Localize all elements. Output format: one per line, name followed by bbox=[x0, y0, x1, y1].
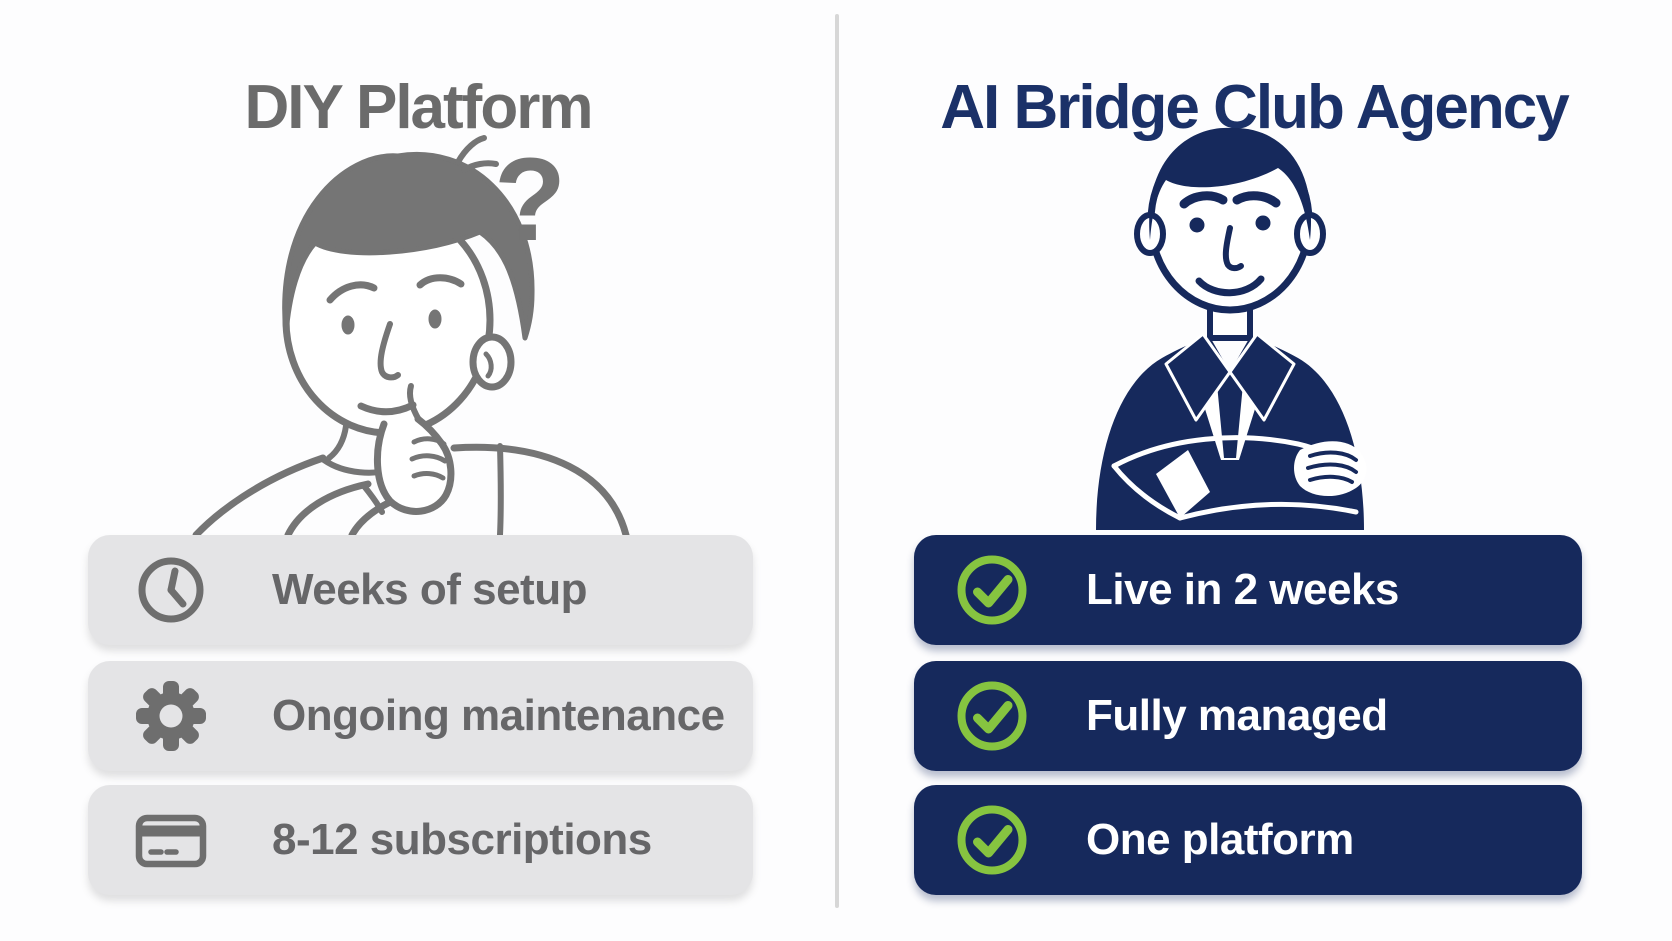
check-circle-icon bbox=[957, 555, 1027, 625]
row-label: Weeks of setup bbox=[272, 565, 587, 614]
row-fully-managed: Fully managed bbox=[914, 661, 1582, 771]
row-label: Ongoing maintenance bbox=[272, 691, 725, 740]
check-circle-icon bbox=[957, 681, 1027, 751]
row-label: 8-12 subscriptions bbox=[272, 815, 652, 864]
businessman-illustration bbox=[1096, 127, 1367, 530]
row-label: One platform bbox=[1086, 815, 1354, 864]
agency-title: AI Bridge Club Agency bbox=[940, 72, 1569, 142]
question-mark: ? bbox=[494, 134, 566, 266]
row-subscriptions: 8-12 subscriptions bbox=[88, 785, 753, 895]
row-label: Fully managed bbox=[1086, 691, 1388, 740]
check-circle-icon bbox=[957, 805, 1027, 875]
clock-icon bbox=[138, 557, 204, 623]
diy-title: DIY Platform bbox=[244, 72, 594, 142]
thinking-person-illustration: ? bbox=[192, 134, 630, 535]
gear-icon bbox=[136, 681, 206, 751]
row-one-platform: One platform bbox=[914, 785, 1582, 895]
credit-card-icon bbox=[135, 814, 207, 868]
row-weeks-of-setup: Weeks of setup bbox=[88, 535, 753, 645]
row-live-in-2-weeks: Live in 2 weeks bbox=[914, 535, 1582, 645]
row-ongoing-maintenance: Ongoing maintenance bbox=[88, 661, 753, 771]
divider bbox=[835, 14, 839, 908]
row-label: Live in 2 weeks bbox=[1086, 565, 1399, 614]
